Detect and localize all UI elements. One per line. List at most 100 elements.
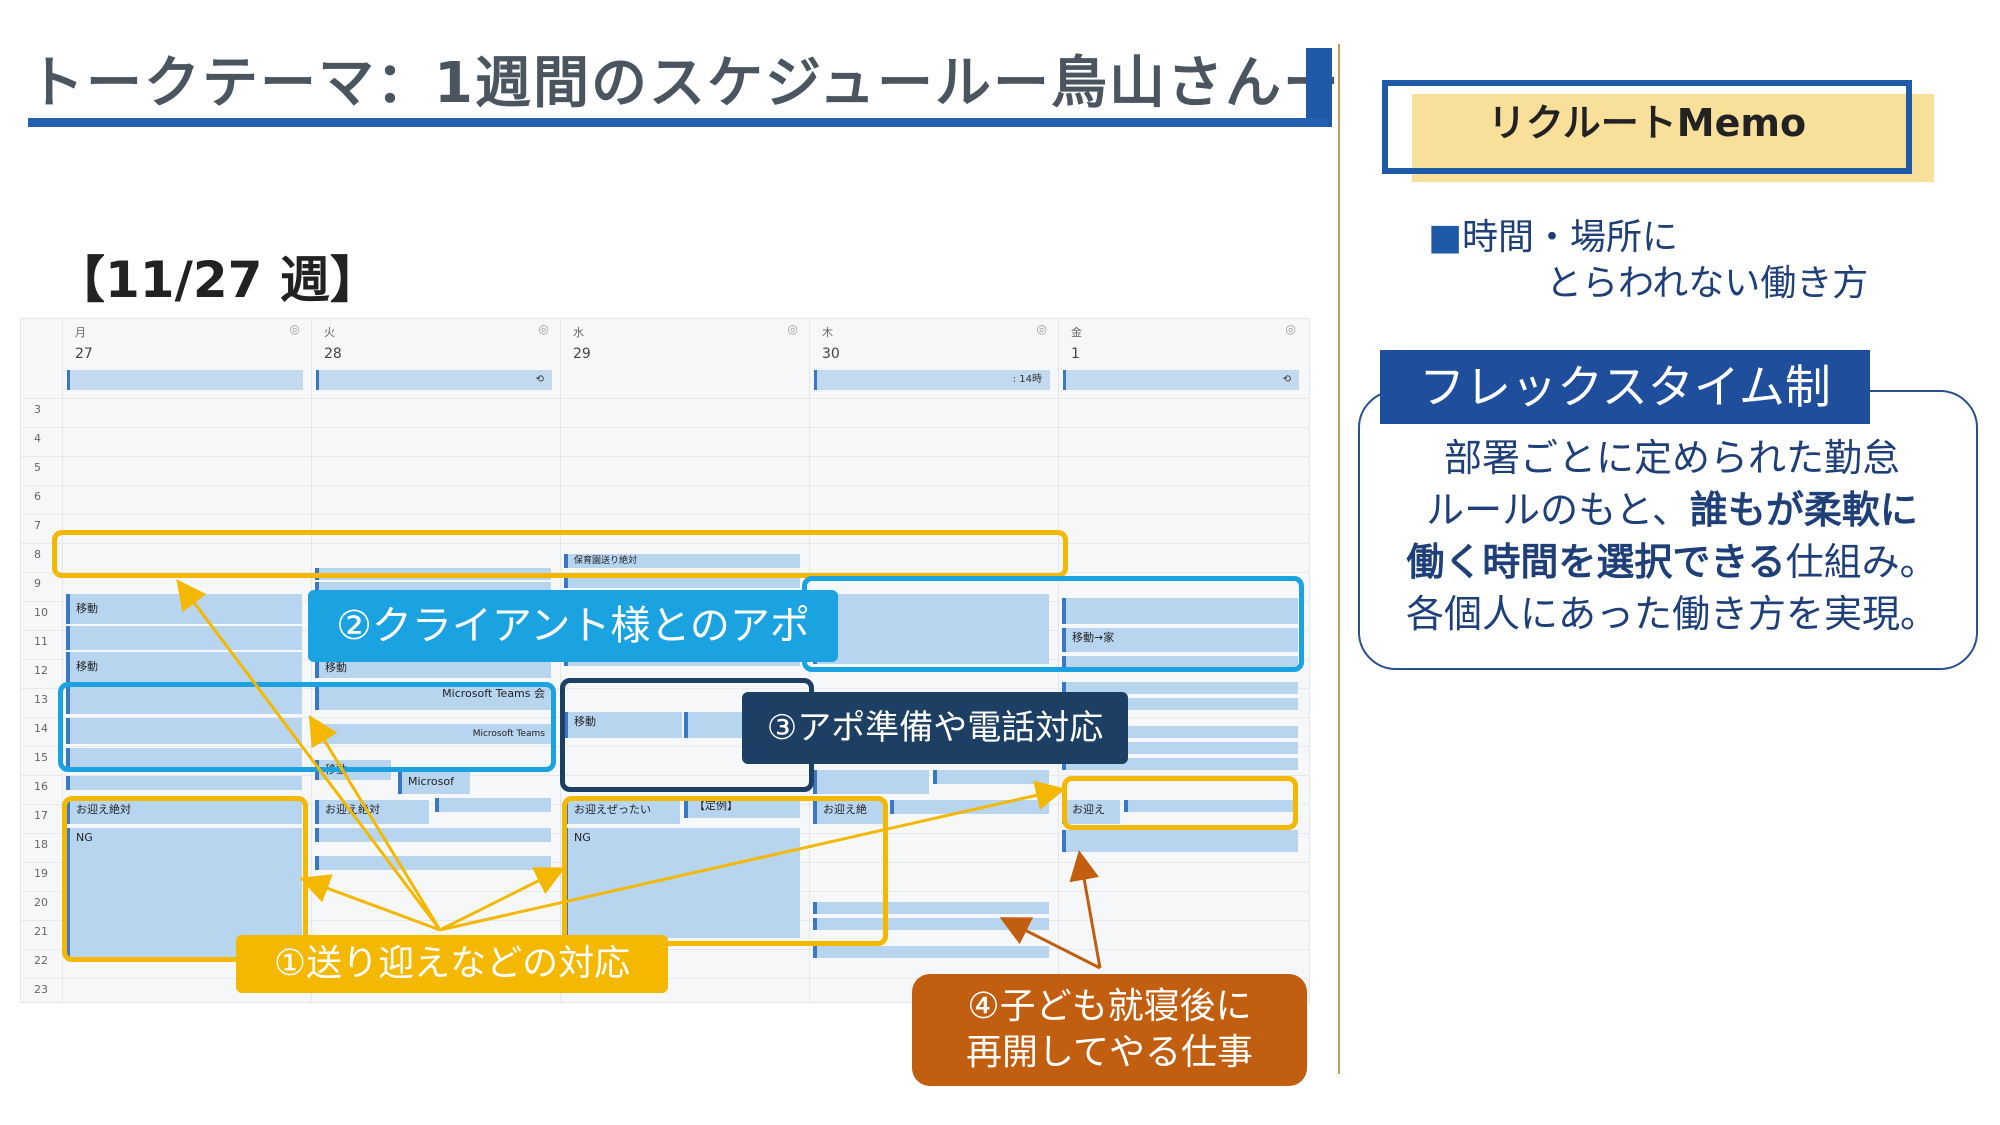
hour-label: 15 [34, 751, 48, 764]
day-header-wed[interactable]: 水 29 ◎ [560, 318, 808, 398]
memo-header: リクルートMemo [1487, 101, 1807, 145]
label-line: ④子ども就寝後に [967, 986, 1252, 1027]
calendar-event[interactable] [66, 686, 302, 714]
calendar-event[interactable]: NG [564, 828, 800, 938]
calendar-event[interactable] [813, 946, 1049, 958]
hour-row: 3 [20, 398, 1310, 427]
calendar-event[interactable]: 移動 [564, 712, 682, 738]
flex-line: 各個人にあった働き方を実現。 [1405, 592, 1938, 636]
calendar-event[interactable]: お迎えぜったい [564, 800, 680, 824]
calendar-event[interactable] [66, 718, 302, 744]
hour-label: 4 [34, 432, 41, 445]
memo-point: ■時間・場所に とらわれない働き方 [1428, 215, 1868, 307]
calendar-event[interactable] [435, 798, 551, 812]
arrow [999, 917, 1101, 970]
calendar-event[interactable] [1124, 800, 1298, 812]
calendar-event[interactable]: Microsoft Teams 会 [315, 684, 551, 710]
flex-text: 仕組み。 [1785, 540, 1938, 584]
calendar-event[interactable]: Microsof [398, 772, 470, 794]
location-pin-icon: ◎ [787, 322, 798, 336]
hour-label: 23 [34, 983, 48, 996]
flex-emphasis: 誰もが柔軟に [1689, 488, 1918, 532]
all-day-event[interactable] [67, 370, 303, 390]
location-pin-icon: ◎ [1036, 322, 1047, 336]
calendar-event[interactable] [890, 800, 1049, 814]
hour-row: 15 [20, 746, 1310, 775]
hour-label: 3 [34, 403, 41, 416]
calendar-event[interactable]: 移動 [66, 652, 302, 682]
day-number: 27 [75, 346, 93, 362]
hour-label: 11 [34, 635, 48, 648]
day-header-thu[interactable]: 木 30 ◎ : 14時 [809, 318, 1057, 398]
arrow [308, 714, 442, 931]
location-pin-icon: ◎ [1285, 322, 1296, 336]
calendar-event[interactable] [1062, 682, 1298, 694]
label-line: 再開してやる仕事 [966, 1032, 1253, 1073]
calendar-event[interactable] [813, 902, 1049, 914]
highlight-box-top [52, 530, 1068, 578]
calendar-event[interactable]: 移動→家 [1062, 628, 1298, 652]
hour-row: 8 [20, 543, 1310, 572]
day-header-tue[interactable]: 火 28 ◎ ⟲ [311, 318, 559, 398]
calendar-event[interactable] [315, 828, 551, 842]
day-of-week: 水 [573, 326, 584, 339]
flex-line: ルールのもと、誰もが柔軟に [1372, 484, 1972, 536]
location-pin-icon: ◎ [538, 322, 549, 336]
calendar-event[interactable] [66, 626, 302, 650]
day-header-fri[interactable]: 金 1 ◎ ⟲ [1058, 318, 1306, 398]
calendar-event[interactable] [933, 770, 1049, 784]
day-number: 1 [1071, 346, 1080, 362]
hour-label: 16 [34, 780, 48, 793]
hour-row: 7 [20, 514, 1310, 543]
day-of-week: 木 [822, 326, 833, 339]
calendar-event[interactable] [66, 776, 302, 790]
hour-label: 22 [34, 954, 48, 967]
hour-label: 9 [34, 577, 41, 590]
calendar-event[interactable]: お迎え絶対 [315, 800, 429, 824]
week-label: 【11/27 週】 [55, 251, 380, 309]
calendar-event[interactable] [1062, 830, 1298, 852]
all-day-event[interactable]: ⟲ [316, 370, 552, 390]
hour-label: 20 [34, 896, 48, 909]
memo-shadow [1412, 94, 1934, 182]
arrow [439, 867, 566, 932]
hour-label: 19 [34, 867, 48, 880]
day-of-week: 火 [324, 326, 335, 339]
flex-title: フレックスタイム制 [1380, 350, 1870, 424]
bullet-square-icon: ■ [1428, 217, 1463, 258]
memo-point-line: とらわれない働き方 [1546, 263, 1869, 304]
arrow [299, 874, 441, 932]
hour-row: 9 [20, 572, 1310, 601]
location-pin-icon: ◎ [289, 322, 300, 336]
hour-label: 8 [34, 548, 41, 561]
title-accent-bar [1306, 48, 1332, 127]
arrow [1069, 850, 1102, 969]
day-header-mon[interactable]: 月 27 ◎ [62, 318, 310, 398]
calendar-event[interactable] [813, 770, 929, 794]
day-number: 30 [822, 346, 840, 362]
hour-label: 12 [34, 664, 48, 677]
flex-emphasis: 働く時間を選択できる [1406, 540, 1786, 584]
all-day-event[interactable]: : 14時 [814, 370, 1050, 390]
flex-description: 部署ごとに定められた勤怠 ルールのもと、誰もが柔軟に 働く時間を選択できる仕組み… [1372, 432, 1972, 640]
calendar-event[interactable] [1062, 656, 1298, 670]
calendar-event[interactable] [315, 856, 551, 870]
annotation-label-client: ②クライアント様とのアポ [308, 590, 838, 662]
annotation-label-prep: ③アポ準備や電話対応 [742, 692, 1128, 764]
calendar-event[interactable]: お迎え絶対 [66, 800, 302, 824]
calendar-event[interactable]: 移動 [315, 658, 551, 678]
all-day-event[interactable]: ⟲ [1063, 370, 1299, 390]
calendar-event[interactable]: 【定例】 [684, 796, 800, 818]
day-of-week: 月 [75, 326, 86, 339]
hour-label: 18 [34, 838, 48, 851]
page-title: トークテーマ：1週間のスケジュールー鳥山さんー [28, 51, 1342, 116]
calendar-event[interactable] [1062, 598, 1298, 624]
hour-row: 13 [20, 688, 1310, 717]
flex-line: 働く時間を選択できる仕組み。 [1372, 536, 1972, 588]
calendar-event[interactable]: お迎え絶 [813, 800, 885, 824]
calendar-event[interactable]: 保育園送り絶対 [564, 554, 800, 568]
hour-label: 21 [34, 925, 48, 938]
calendar-event[interactable] [813, 918, 1049, 930]
hour-label: 13 [34, 693, 48, 706]
